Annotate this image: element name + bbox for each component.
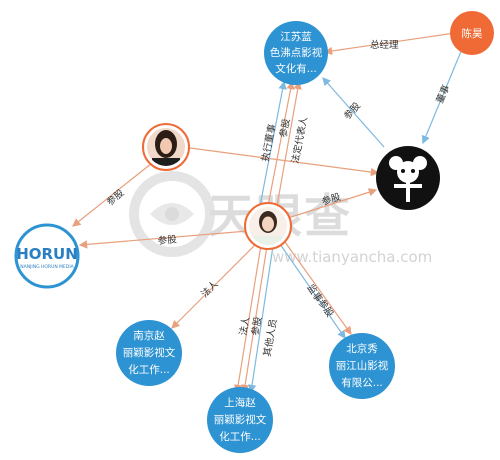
edge-share-center-penguin <box>287 188 378 219</box>
label-share-woman-horun: 参股 <box>104 187 127 209</box>
horun-logo-text: HORUN <box>16 245 78 263</box>
horun-logo-subtext: NANJING HORUN MEDIA <box>20 264 74 270</box>
node-woman-shareholder[interactable] <box>142 123 190 171</box>
node-horun-company[interactable]: HORUN NANJING HORUN MEDIA <box>14 223 80 289</box>
label-general-manager: 总经理 <box>370 39 399 51</box>
node-center-person[interactable] <box>244 202 292 250</box>
node-nanjing-company[interactable]: 南京赵 丽颖影视文 化工作... <box>116 320 182 386</box>
watermark-url: www.tianyancha.com <box>272 248 432 266</box>
label-share-center-horun: 参股 <box>157 233 177 247</box>
label-other-staff-shanghai: 其他人员 <box>261 318 279 358</box>
label-share-center-penguin: 参股 <box>320 191 342 208</box>
node-chen-hao-label: 陈昊 <box>462 27 483 40</box>
node-shanghai-line-2: 丽颖影视文 <box>214 413 267 426</box>
edge-legal-nanjing <box>171 243 257 329</box>
edge-share-beijing <box>284 241 352 335</box>
edge-share-jiangsu-penguin <box>322 77 385 148</box>
node-nanjing-line-2: 丽颖影视文 <box>123 346 176 359</box>
edge-woman-penguin <box>189 147 380 177</box>
edges <box>72 32 463 394</box>
edge-general-manager <box>323 32 456 56</box>
node-nanjing-line-3: 化工作... <box>128 363 170 376</box>
edge-share-shanghai <box>240 245 268 394</box>
node-jiangsu-line-1: 江苏蓝 <box>280 30 312 43</box>
person-avatar-icon <box>147 128 185 166</box>
node-jiangsu-line-2: 色沸点影视 <box>270 46 323 59</box>
label-exec-director: 执行董事 <box>259 122 278 162</box>
edge-supervisor-beijing <box>279 243 346 339</box>
node-beijing-line-3: 有限公... <box>341 376 383 389</box>
label-share-center-jiangsu: 参股 <box>277 117 293 138</box>
node-jiangsu-company[interactable]: 江苏蓝 色沸点影视 文化有... <box>264 21 328 85</box>
node-shanghai-line-3: 化工作... <box>219 430 261 443</box>
penguin-logo-icon <box>389 156 427 202</box>
node-nanjing-line-1: 南京赵 <box>133 329 165 342</box>
node-penguin-company[interactable] <box>376 146 440 210</box>
node-jiangsu-line-3: 文化有... <box>275 62 317 75</box>
node-shanghai-company[interactable]: 上海赵 丽颖影视文 化工作... <box>207 387 273 453</box>
edge-legal-rep-jiangsu <box>276 80 302 207</box>
edge-other-staff-shanghai <box>247 245 274 394</box>
node-chen-hao[interactable]: 陈昊 <box>450 11 494 55</box>
edge-director <box>421 48 463 145</box>
person-avatar-icon <box>249 207 287 245</box>
label-director: 董事 <box>434 83 453 106</box>
node-beijing-company[interactable]: 北京秀 丽江山影视 有限公... <box>329 333 395 399</box>
watermark-eye-icon <box>129 171 215 257</box>
edge-legal-shanghai <box>234 244 262 394</box>
label-share-shanghai: 参股 <box>249 315 264 336</box>
node-beijing-line-1: 北京秀 <box>346 342 378 355</box>
edge-exec-director <box>259 80 287 207</box>
node-shanghai-line-1: 上海赵 <box>224 396 256 409</box>
node-beijing-line-2: 丽江山影视 <box>336 359 389 372</box>
label-legal-nanjing: 法人 <box>199 278 221 300</box>
edge-share-center-horun <box>78 230 249 249</box>
label-legal-shanghai: 法人 <box>237 315 252 336</box>
edge-share-center-jiangsu <box>267 80 295 207</box>
edge-share-woman-horun <box>72 162 153 227</box>
